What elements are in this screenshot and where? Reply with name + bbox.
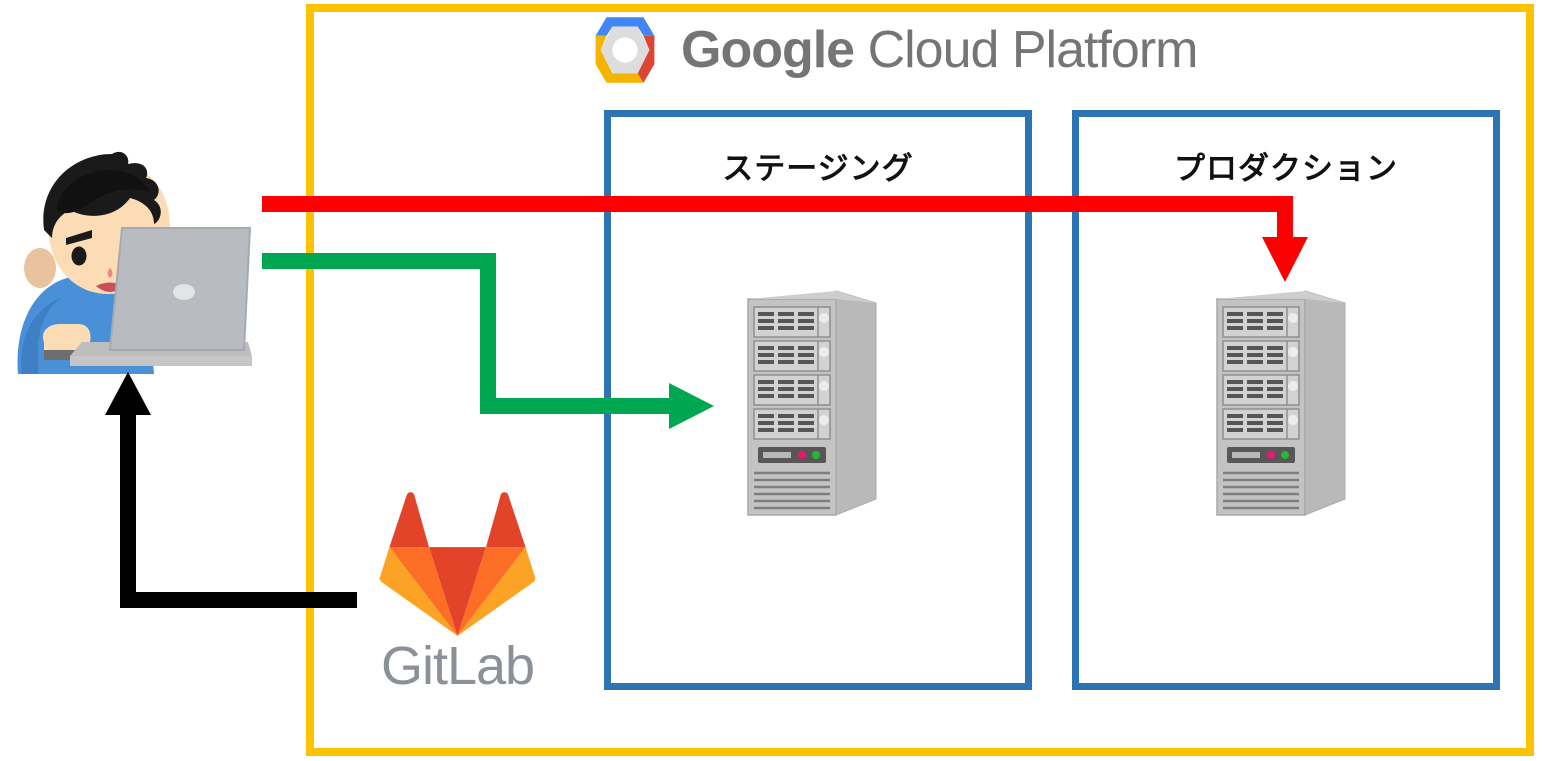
environment-label-staging: ステージング <box>722 151 914 186</box>
google-cloud-hexagon-icon <box>595 17 655 83</box>
connector-deploy-to-production[interactable] <box>262 196 1308 282</box>
gcp-wordmark: Google Cloud Platform <box>681 20 1199 80</box>
server-tower-icon-production[interactable] <box>1209 285 1353 521</box>
person-at-laptop-icon[interactable] <box>4 146 262 374</box>
gcp-platform-frame <box>306 4 1534 756</box>
gcp-wordmark-google: Google <box>681 21 855 79</box>
gcp-wordmark-cloud-platform: Cloud Platform <box>867 21 1199 79</box>
environment-box-production[interactable]: プロダクション <box>1072 110 1500 690</box>
gitlab-fox-icon <box>379 492 536 636</box>
gitlab-brand-lockup[interactable]: GitLab <box>355 487 560 696</box>
environment-label-production: プロダクション <box>1174 151 1398 186</box>
connector-gitlab-to-developer[interactable] <box>105 372 357 608</box>
connector-deploy-to-staging[interactable] <box>262 253 714 429</box>
gcp-brand-lockup: Google Cloud Platform <box>583 12 1199 88</box>
server-tower-icon-staging[interactable] <box>740 285 884 521</box>
gitlab-wordmark: GitLab <box>380 636 535 696</box>
